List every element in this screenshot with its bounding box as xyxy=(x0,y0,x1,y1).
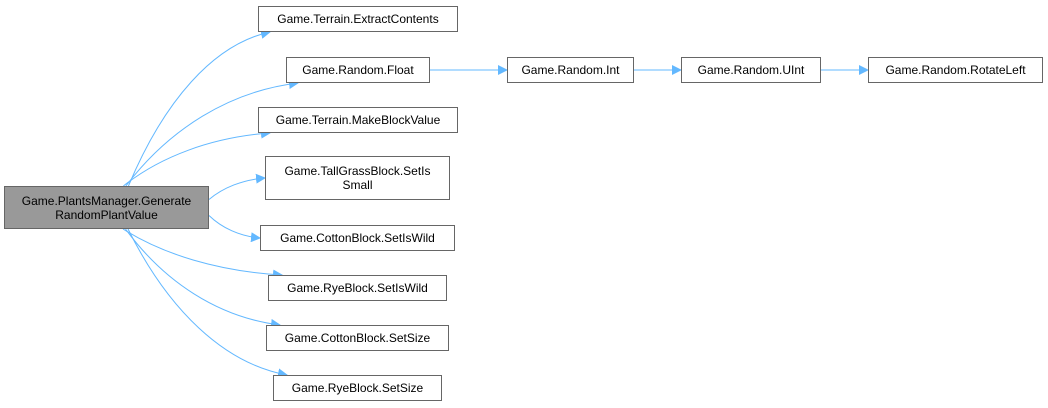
node-label: Game.RyeBlock.SetIsWild xyxy=(287,281,428,295)
node-root-generate-random-plant-value[interactable]: Game.PlantsManager.Generate RandomPlantV… xyxy=(4,186,209,229)
node-random-float[interactable]: Game.Random.Float xyxy=(286,57,430,83)
node-terrain-extract-contents[interactable]: Game.Terrain.ExtractContents xyxy=(258,6,458,32)
node-rye-set-size[interactable]: Game.RyeBlock.SetSize xyxy=(273,375,442,401)
node-label: Game.CottonBlock.SetIsWild xyxy=(280,231,435,245)
node-tallgrass-set-is-small[interactable]: Game.TallGrassBlock.SetIs Small xyxy=(265,156,450,200)
node-random-rotate-left[interactable]: Game.Random.RotateLeft xyxy=(868,57,1043,83)
node-rye-set-is-wild[interactable]: Game.RyeBlock.SetIsWild xyxy=(268,275,447,301)
node-label: Game.Random.RotateLeft xyxy=(885,63,1026,77)
node-label: Game.Random.UInt xyxy=(697,63,805,77)
node-label: Game.Random.Float xyxy=(302,63,414,77)
edge-root-to-ryewild xyxy=(122,228,283,280)
node-random-int[interactable]: Game.Random.Int xyxy=(507,57,634,83)
node-label: Game.RyeBlock.SetSize xyxy=(291,381,424,395)
edge-root-to-cottonsize xyxy=(125,228,281,329)
node-label: Game.PlantsManager.Generate RandomPlantV… xyxy=(21,193,192,222)
edge-root-to-cottonwild xyxy=(208,215,261,243)
node-label: Game.Terrain.MakeBlockValue xyxy=(275,113,441,127)
edge-root-to-ryesize xyxy=(127,228,288,379)
node-terrain-make-block-value[interactable]: Game.Terrain.MakeBlockValue xyxy=(258,107,458,133)
node-cotton-set-is-wild[interactable]: Game.CottonBlock.SetIsWild xyxy=(260,225,455,251)
edge-root-to-rfloat xyxy=(125,79,299,187)
edge-root-to-extract xyxy=(127,29,271,187)
node-random-uint[interactable]: Game.Random.UInt xyxy=(681,57,821,83)
node-cotton-set-size[interactable]: Game.CottonBlock.SetSize xyxy=(266,325,449,351)
edge-root-to-makeblock xyxy=(123,128,271,187)
node-label: Game.TallGrassBlock.SetIs Small xyxy=(284,164,431,192)
node-label: Game.CottonBlock.SetSize xyxy=(284,331,431,345)
node-label: Game.Terrain.ExtractContents xyxy=(277,12,439,26)
node-label: Game.Random.Int xyxy=(521,63,620,77)
edge-root-to-tallgrass xyxy=(208,173,266,200)
